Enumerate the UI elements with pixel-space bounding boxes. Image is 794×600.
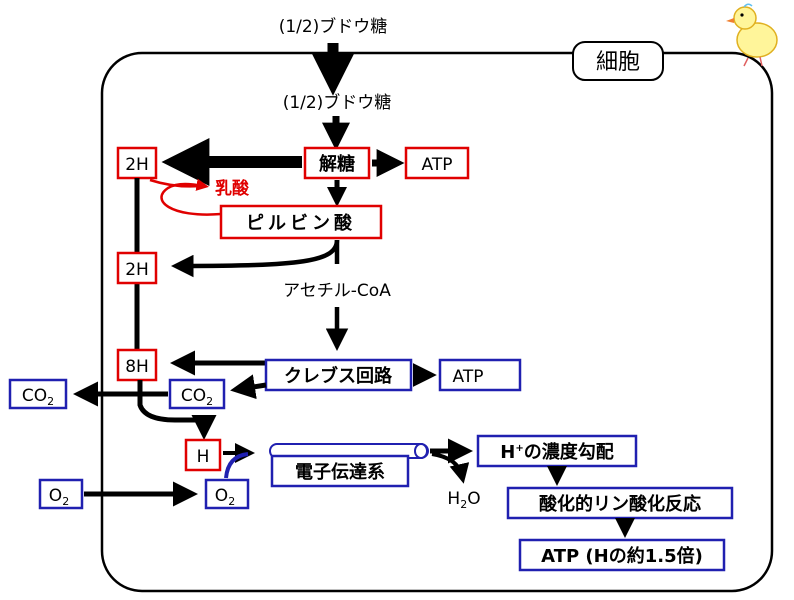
atp1-label: ATP [422,155,453,175]
glucose-top-label: (1/2)ブドウ糖 [279,16,388,37]
cell-label-box [572,41,664,81]
o2-to-etc-line [224,452,249,479]
hplus-gradient-box [476,434,638,468]
2h-to-lactic-line [149,178,201,188]
hplus-gradient-label: H+の濃度勾配 [500,441,613,463]
etc-box [270,454,410,488]
o2-inner-box [204,478,250,510]
atp2-box [438,358,522,392]
h-box [184,438,222,472]
o2-inner-label: O2 [215,486,235,508]
co2-outer-box [8,378,68,410]
krebs-box [264,358,413,392]
atp3-box [518,538,726,572]
cell-label: 細胞 [596,50,640,75]
chick-mascot-icon [726,3,778,67]
krebs-label: クレブス回路 [284,365,393,387]
h2o-label: H2O [447,489,480,511]
atp1-box [404,146,470,180]
h2-label-1: 2H [125,155,149,175]
co2-outer-label: CO2 [22,386,54,408]
cell-boundary [100,51,774,593]
krebs-to-co2-arrow [230,374,267,400]
h8-box [116,348,158,382]
lactic-acid-label: 乳酸 [215,178,250,199]
h2-label-2: 2H [125,260,149,280]
h2-box-2 [116,251,158,285]
glycolysis-label: 解糖 [319,153,355,175]
atp3-label: ATP (Hの約1.5倍) [541,545,703,567]
co2-inner-box [168,378,226,410]
o2-outer-box [38,478,84,510]
glycolysis-box [303,146,371,180]
h8-label: 8H [125,357,149,377]
pyruvic-acid-label: ピルビン酸 [246,212,356,234]
8h-to-h-arrow [137,380,217,440]
acetyl-coa-label: アセチル-CoA [283,281,391,301]
oxphos-label: 酸化的リン酸化反応 [539,493,701,515]
o2-outer-label: O2 [49,486,69,508]
co2-inner-label: CO2 [181,386,213,408]
pyruvic-acid-box [219,204,383,240]
glucose-inner-label: (1/2)ブドウ糖 [283,92,392,113]
pyruvic-to-lactic-arrow [160,178,222,216]
etc-label: 電子伝達系 [295,461,385,483]
etc-to-h2o-arrow [431,452,470,484]
atp2-label: ATP [453,367,484,387]
pyruvic-to-2h-arrow [171,239,340,278]
h-label: H [197,447,210,467]
membrane-tube-icon [269,443,429,459]
